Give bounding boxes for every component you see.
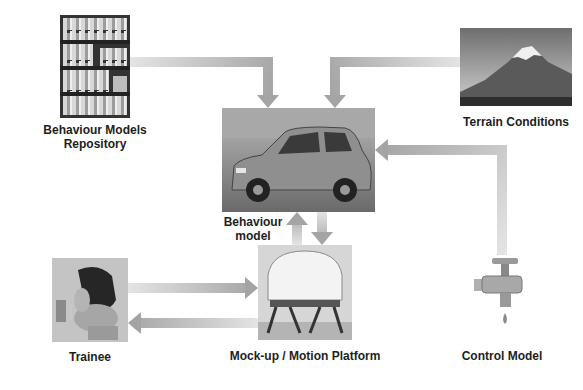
arrow-head [324, 95, 346, 108]
picture-frame: Mock-up / Motion Platform [258, 245, 352, 340]
picture-caption: Terrain Conditions [463, 115, 569, 129]
motion-platform-picture [258, 245, 352, 340]
arrow-head [286, 212, 308, 225]
picture-frame: Terrain Conditions [460, 28, 572, 106]
arrow-head [128, 312, 141, 334]
arrow-shaft [130, 62, 268, 96]
flow-arrow [130, 62, 279, 108]
arrow-head [245, 277, 258, 299]
arrow-shaft [317, 212, 327, 233]
picture-frame: Behaviour model [222, 108, 375, 212]
flow-arrow [324, 62, 460, 108]
arrow-head [257, 95, 279, 108]
arrow-head [375, 139, 388, 161]
picture-caption: Control Model [462, 349, 543, 363]
arrow-shaft [128, 283, 246, 293]
picture-frame: Behaviour Models Repository [60, 15, 130, 118]
flow-arrow [128, 277, 258, 299]
arrow-head [311, 232, 333, 245]
flow-arrow [311, 212, 333, 245]
bookshelf-picture [60, 15, 130, 118]
tap-picture [474, 258, 522, 324]
picture-caption: Behaviour Models Repository [39, 123, 151, 151]
picture-caption: Behaviour model [218, 215, 288, 243]
car-picture [222, 108, 375, 212]
arrow-shaft [292, 224, 302, 245]
flow-arrow [375, 139, 502, 255]
joystick-hand-picture [52, 258, 128, 342]
arrow-shaft [335, 62, 460, 96]
picture-frame: Control Model [472, 255, 532, 330]
arrow-shaft [387, 150, 502, 255]
picture-caption: Mock-up / Motion Platform [230, 349, 381, 363]
picture-frame: Trainee [52, 258, 128, 342]
picture-caption: Trainee [69, 350, 111, 364]
flow-arrow [286, 212, 308, 245]
terrain-picture [460, 28, 572, 106]
arrow-shaft [140, 318, 258, 328]
flow-arrow [128, 312, 258, 334]
